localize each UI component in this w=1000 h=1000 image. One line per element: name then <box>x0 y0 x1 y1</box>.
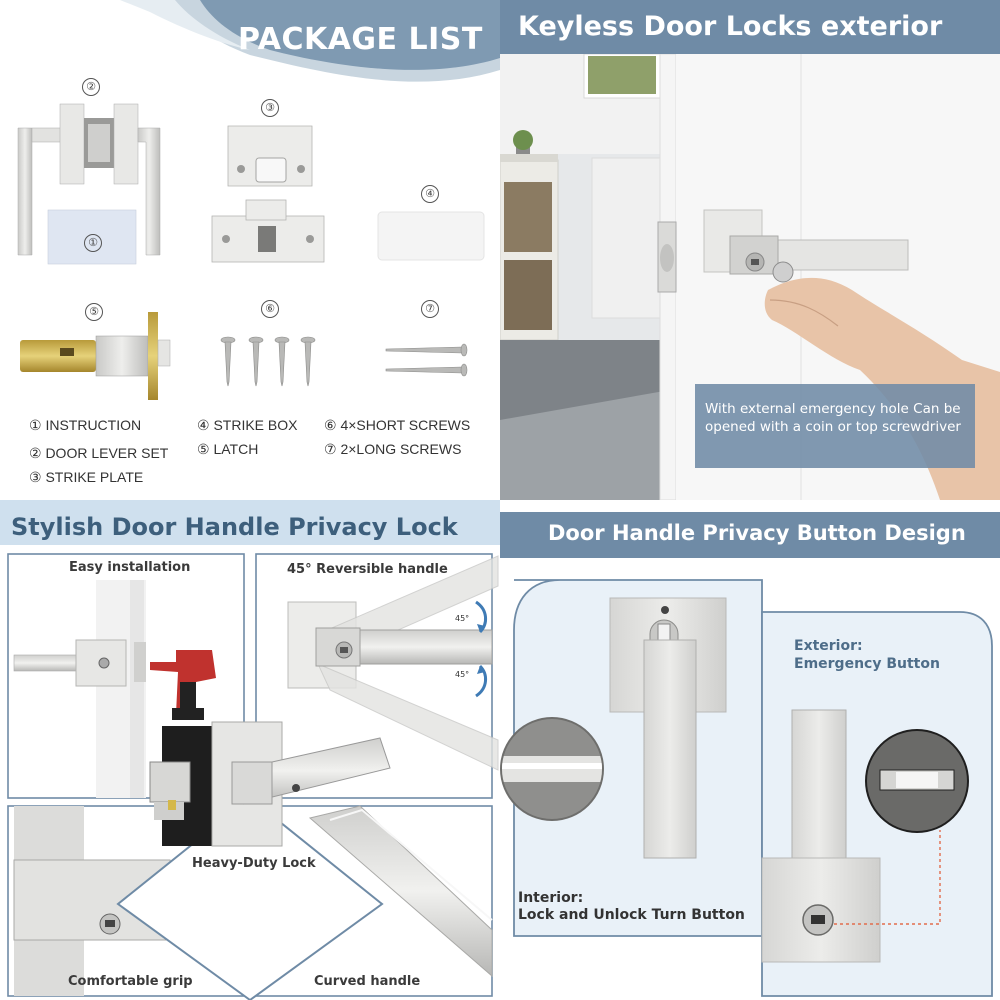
strike-plate-image <box>211 125 325 263</box>
item-number-1: ① <box>84 234 102 252</box>
privacy-button-panel: Door Handle Privacy Button Design <box>500 500 1000 1000</box>
keyless-header-bar: Keyless Door Locks exterior <box>500 0 1000 54</box>
legend-door-lever-set: ② DOOR LEVER SET <box>29 445 169 461</box>
legend-strike-plate: ③ STRIKE PLATE <box>29 469 144 485</box>
package-illustrations <box>17 0 500 400</box>
strike-box-image <box>377 211 485 261</box>
caption-comfortable-grip: Comfortable grip <box>68 974 193 989</box>
interior-label-heading: Interior: <box>518 890 584 906</box>
caption-curved-handle: Curved handle <box>314 974 421 989</box>
privacy-header-bar: Door Handle Privacy Button Design <box>500 512 1000 558</box>
door-lever-set-image <box>17 103 161 265</box>
legend-instruction: ① INSTRUCTION <box>29 417 142 433</box>
legend-strike-box: ④ STRIKE BOX <box>197 417 298 433</box>
legend-short-screws: ⑥ 4×SHORT SCREWS <box>324 417 471 433</box>
legend-long-screws: ⑦ 2×LONG SCREWS <box>324 441 462 457</box>
item-number-2: ② <box>82 78 100 96</box>
stylish-title: Stylish Door Handle Privacy Lock <box>11 513 458 541</box>
legend-latch: ⑤ LATCH <box>197 441 259 457</box>
keyless-exterior-panel: Keyless Door Locks exterior With externa… <box>500 0 1000 500</box>
item-number-6: ⑥ <box>261 300 279 318</box>
latch-image <box>20 312 171 400</box>
exterior-label-detail: Emergency Button <box>794 656 940 672</box>
angle-label-down: 45° <box>455 670 470 679</box>
exterior-label-heading: Exterior: <box>794 638 863 654</box>
door-scene-image <box>500 53 1000 500</box>
interior-label-detail: Lock and Unlock Turn Button <box>518 907 745 923</box>
stylish-handle-illustrations <box>0 500 500 1000</box>
emergency-hole-info-box: With external emergency hole Can be open… <box>695 384 975 468</box>
short-screws-image <box>220 336 316 387</box>
item-number-7: ⑦ <box>421 300 439 318</box>
long-screws-image <box>385 343 468 377</box>
angle-label-up: 45° <box>455 614 470 623</box>
item-number-5: ⑤ <box>85 303 103 321</box>
package-list-title: PACKAGE LIST <box>238 22 483 57</box>
privacy-title: Door Handle Privacy Button Design <box>548 521 966 545</box>
item-number-4: ④ <box>421 185 439 203</box>
emergency-hole-info-text: With external emergency hole Can be open… <box>705 401 961 435</box>
stylish-handle-panel: Stylish Door Handle Privacy Lock Easy in… <box>0 500 500 1000</box>
privacy-button-illustrations <box>500 579 993 997</box>
caption-heavy-duty-lock: Heavy-Duty Lock <box>192 856 316 871</box>
caption-easy-installation: Easy installation <box>69 560 191 575</box>
caption-reversible-handle: 45° Reversible handle <box>287 562 448 577</box>
package-list-panel: PACKAGE LIST ② ① ③ ④ ⑤ ⑥ ⑦ ① INSTRUCTION… <box>0 0 500 500</box>
keyless-title: Keyless Door Locks exterior <box>518 11 943 42</box>
item-number-3: ③ <box>261 99 279 117</box>
